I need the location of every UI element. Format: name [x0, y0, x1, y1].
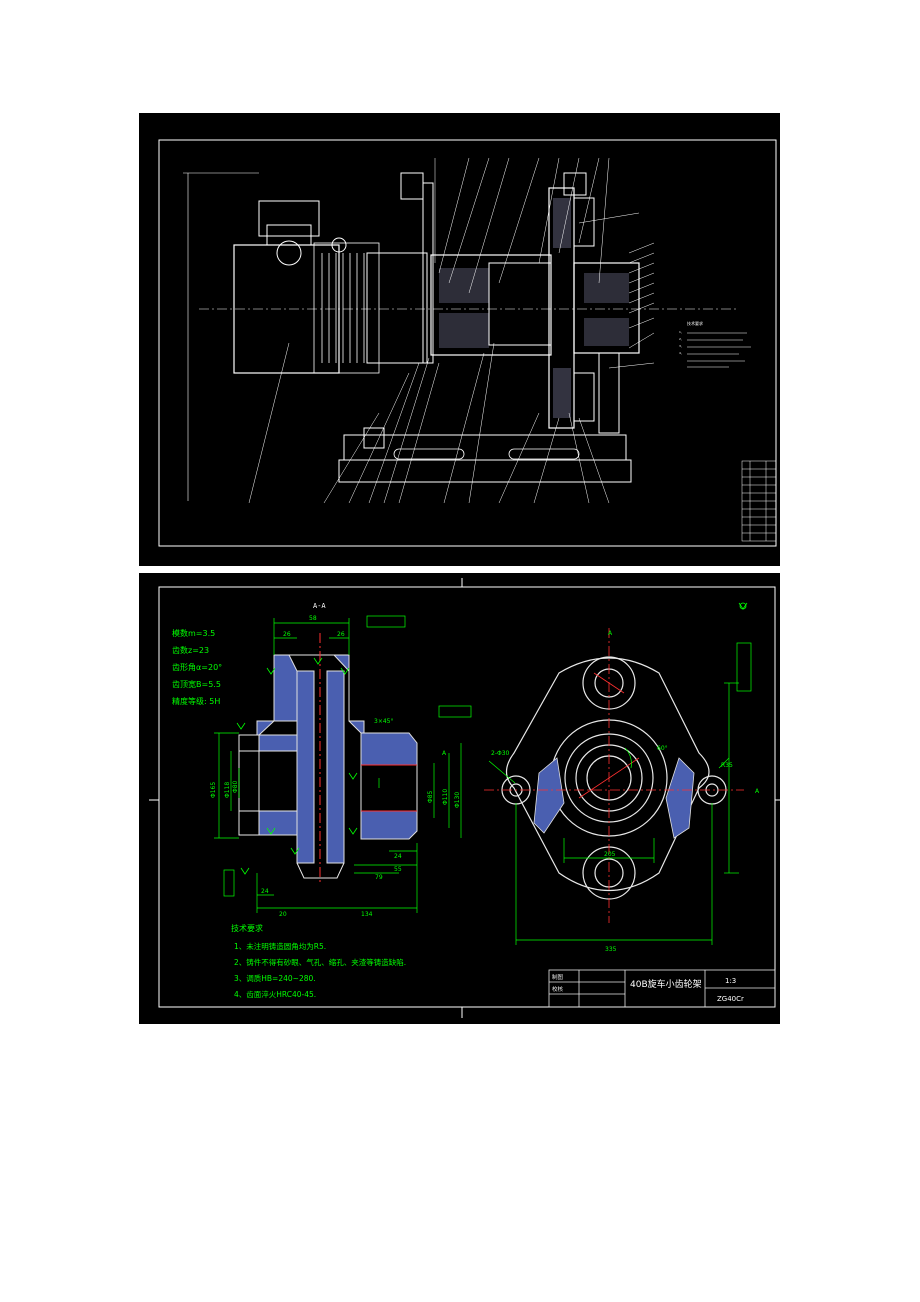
- dim-phi80: Φ80: [232, 780, 239, 793]
- tech-req-2: 2、铸件不得有砂眼、气孔、缩孔、夹渣等铸造缺陷.: [234, 957, 406, 967]
- dim-60deg: 60°: [657, 745, 668, 752]
- tech-note-4: 4、: [679, 351, 684, 355]
- dim-phi110: Φ110: [442, 789, 449, 805]
- section-label: A-A: [313, 602, 326, 610]
- dim-holes: 2-Φ30: [491, 750, 510, 757]
- param-pressure-angle: 齿形角α=20°: [172, 662, 222, 672]
- tech-notes-title: 技术要求: [687, 320, 703, 326]
- dim-chamfer: 3×45°: [374, 718, 393, 725]
- label-a-top: A: [608, 630, 613, 637]
- assembly-drawing: 技术要求 1、 2、 3、 4、: [158, 139, 777, 547]
- tech-req-title: 技术要求: [231, 923, 263, 933]
- dim-phi118: Φ118: [224, 782, 231, 798]
- dim-r35: R35: [721, 762, 733, 769]
- param-tooth-width: 齿顶宽B=5.5: [172, 679, 221, 689]
- tech-req-3: 3、调质HB=240~280.: [234, 973, 316, 983]
- drawing-title: 40B旋车小齿轮架: [630, 978, 702, 990]
- dim-20: 20: [279, 911, 287, 918]
- dim-55: 55: [394, 866, 402, 873]
- dim-24-left: 24: [261, 888, 269, 895]
- dim-phi85: Φ85: [427, 790, 434, 803]
- tech-req-4: 4、齿面淬火HRC40-45.: [234, 989, 316, 999]
- tech-note-1: 1、: [679, 330, 684, 334]
- part-drawing-sheet: A-A: [139, 573, 780, 1024]
- param-module: 模数m=3.5: [172, 628, 215, 638]
- dim-phi165: Φ165: [210, 782, 217, 798]
- tech-note-2: 2、: [679, 337, 684, 341]
- designer-label: 制图: [552, 973, 564, 981]
- label-a-small: A: [442, 750, 447, 757]
- tech-req-1: 1、未注明铸造圆角均为R5.: [234, 941, 326, 951]
- dim-24: 24: [394, 853, 402, 860]
- param-precision: 精度等级: 5H: [172, 696, 220, 706]
- checker-label: 校核: [552, 985, 564, 993]
- dim-205: 205: [604, 851, 616, 858]
- dim-134: 134: [361, 911, 373, 918]
- dim-phi130: Φ130: [454, 792, 461, 808]
- dim-26: 26: [283, 631, 291, 638]
- drawing-material: ZG40Cr: [717, 995, 744, 1003]
- assembly-drawing-sheet: 技术要求 1、 2、 3、 4、: [139, 113, 780, 566]
- label-a-right: A: [755, 788, 760, 795]
- tech-note-3: 3、: [679, 344, 684, 348]
- dim-26-right: 26: [337, 631, 345, 638]
- part-drawing: A-A: [149, 578, 780, 1018]
- drawing-scale: 1:3: [725, 977, 736, 985]
- dim-58: 58: [309, 615, 317, 622]
- title-block: [548, 969, 776, 1008]
- dim-335: 335: [605, 946, 617, 953]
- dim-79: 79: [375, 874, 383, 881]
- param-teeth: 齿数z=23: [172, 645, 209, 655]
